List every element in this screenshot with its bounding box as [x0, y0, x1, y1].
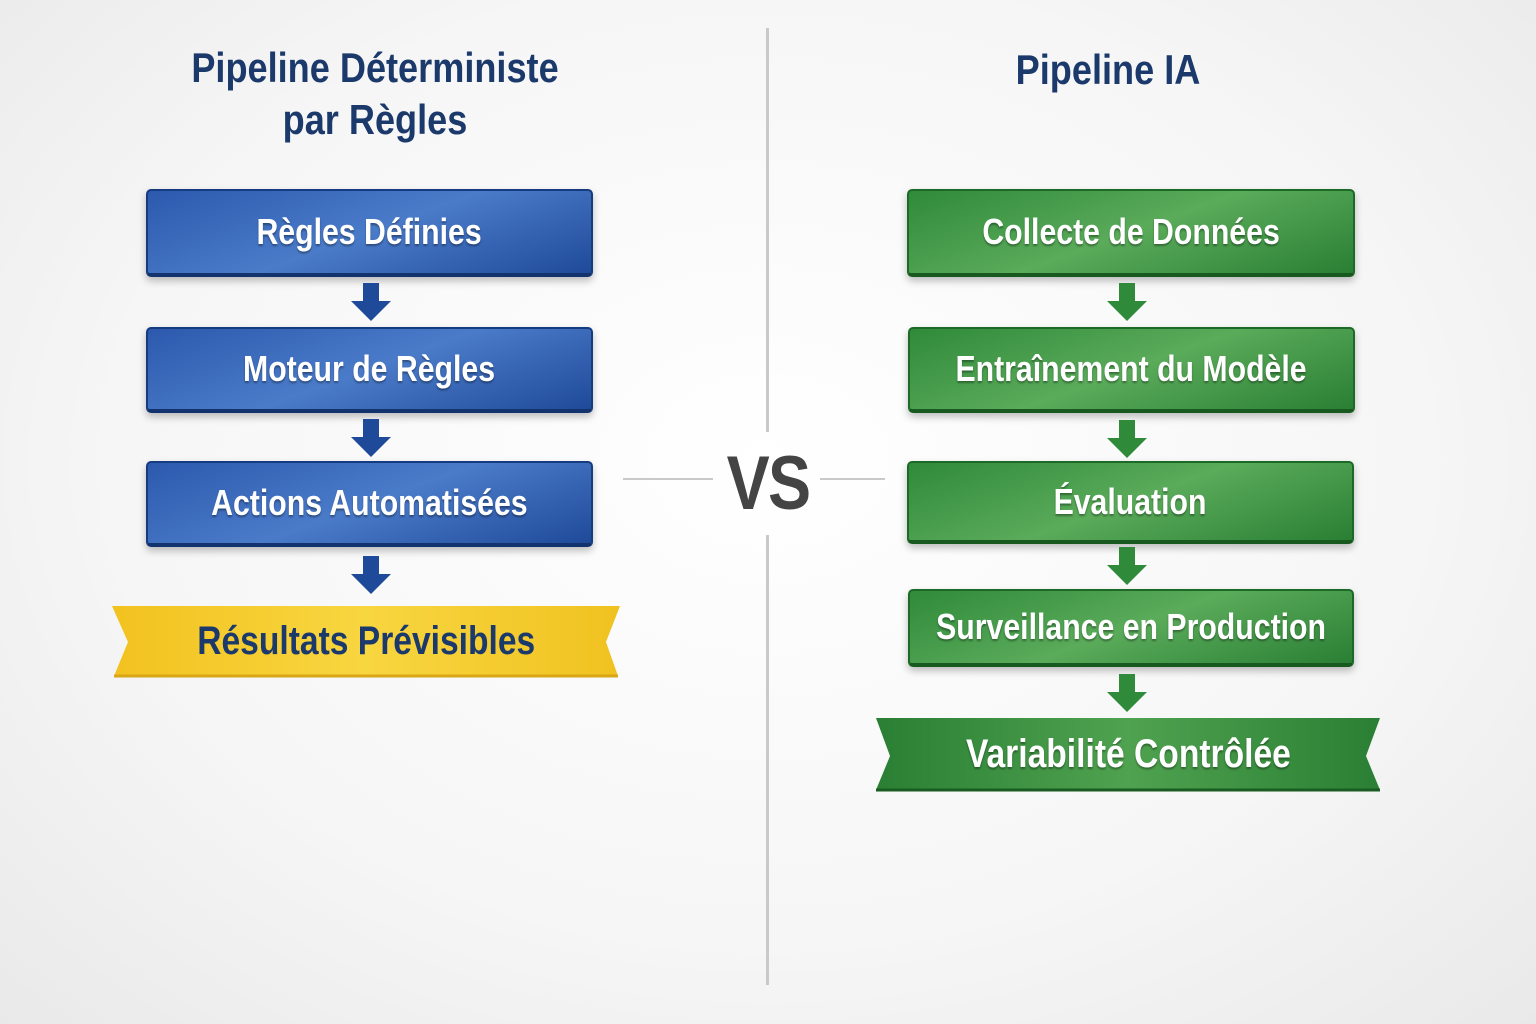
arrow-down-icon [1107, 674, 1147, 712]
left-title-line2: par Règles [282, 96, 468, 143]
step-box: Règles Définies [146, 189, 593, 277]
result-banner-left: Résultats Prévisibles [112, 604, 620, 678]
left-title-line1: Pipeline Déterministe [191, 44, 559, 91]
step-box: Actions Automatisées [146, 461, 593, 547]
step-box: Moteur de Règles [146, 327, 593, 413]
divider-bottom [766, 535, 769, 985]
step-label: Règles Définies [256, 211, 483, 252]
divider-right [820, 478, 885, 480]
step-label: Collecte de Données [982, 211, 1280, 252]
arrow-down-icon [351, 556, 391, 594]
arrow-down-icon [1107, 420, 1147, 458]
step-label: Entraînement du Modèle [955, 348, 1308, 389]
arrow-down-icon [1107, 283, 1147, 321]
step-box: Évaluation [907, 461, 1354, 544]
result-label: Variabilité Contrôlée [965, 731, 1291, 776]
result-banner-right: Variabilité Contrôlée [876, 716, 1380, 792]
step-label: Actions Automatisées [211, 482, 528, 523]
result-label: Résultats Prévisibles [196, 618, 536, 663]
divider-top [766, 28, 769, 432]
arrow-down-icon [351, 419, 391, 457]
step-label: Surveillance en Production [936, 606, 1326, 647]
arrow-down-icon [1107, 547, 1147, 585]
arrow-down-icon [351, 283, 391, 321]
step-label: Évaluation [1054, 480, 1207, 522]
right-title: Pipeline IA [1015, 46, 1201, 93]
divider-left [623, 478, 713, 480]
left-title: Pipeline Déterministe par Règles [160, 42, 590, 146]
step-box: Collecte de Données [907, 189, 1355, 277]
vs-label: VS [726, 441, 811, 526]
step-label: Moteur de Règles [243, 348, 496, 389]
banner-shape [876, 718, 1380, 792]
step-box: Entraînement du Modèle [908, 327, 1355, 413]
banner-shape [112, 606, 620, 678]
step-box: Surveillance en Production [908, 589, 1354, 667]
